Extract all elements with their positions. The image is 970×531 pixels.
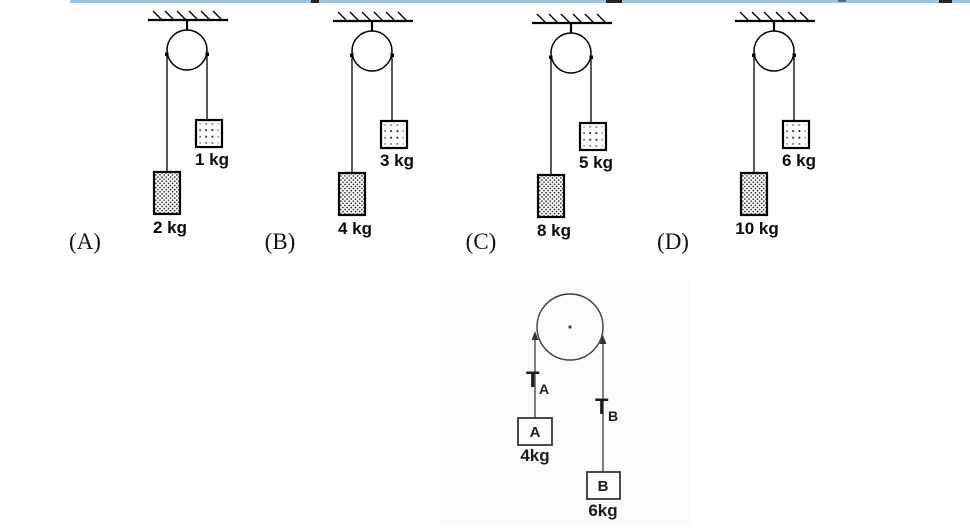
- mass-label-large: 10 kg: [735, 219, 778, 238]
- pulley-wheel: [351, 30, 393, 72]
- tension-figure: T A T B A 4kg B 6kg: [440, 280, 690, 526]
- tension-label-ta: T: [526, 367, 540, 392]
- option-figure-c: 5 kg 8 kg: [524, 11, 644, 261]
- mass-block-large: [739, 171, 769, 217]
- mass-block-small-dots: [384, 124, 404, 145]
- pulley-wheel: [166, 29, 208, 71]
- block-a-letter: A: [530, 424, 541, 441]
- option-label-c: (C): [465, 229, 497, 254]
- mass-block-small-dots: [199, 123, 219, 144]
- option-label-a: (A): [69, 229, 101, 254]
- ceiling-hatch: [532, 13, 612, 25]
- tension-diagram: T A T B A 4kg B 6kg: [440, 280, 690, 526]
- block-b-mass-label: 6kg: [588, 501, 617, 520]
- block-b-letter: B: [598, 478, 609, 495]
- mass-label-small: 6 kg: [782, 151, 816, 170]
- option-figure-d: 6 kg 10 kg: [727, 9, 847, 259]
- mass-label-large: 2 kg: [153, 218, 187, 237]
- mass-block-large: [152, 170, 182, 216]
- tension-label-tb: T: [595, 394, 609, 419]
- tension-arrow-up-left: [531, 331, 539, 340]
- mass-label-small: 5 kg: [579, 153, 613, 172]
- tension-label-tb-sub: B: [608, 408, 618, 424]
- cropped-text-artifact: [311, 0, 319, 3]
- mass-block-small-dots: [786, 124, 806, 145]
- mass-label-small: 1 kg: [195, 150, 229, 169]
- option-figure-b: 3 kg 4 kg: [325, 9, 445, 259]
- mass-label-small: 3 kg: [380, 151, 414, 170]
- mass-block-small-dots: [583, 126, 603, 147]
- pulley-diagram: 5 kg 8 kg: [532, 13, 613, 240]
- cropped-text-artifact: [838, 0, 846, 2]
- mass-block-large: [536, 173, 566, 219]
- cropped-text-highlight-rule: [70, 0, 970, 3]
- mass-label-large: 4 kg: [338, 219, 372, 238]
- mass-block-large: [337, 171, 367, 217]
- pulley-diagram: 6 kg 10 kg: [735, 11, 816, 238]
- tension-label-ta-sub: A: [539, 381, 549, 397]
- option-figure-a: 1 kg 2 kg: [140, 8, 260, 258]
- pulley-diagram: 1 kg 2 kg: [148, 10, 229, 237]
- option-label-d: (D): [657, 229, 689, 254]
- block-a-mass-label: 4kg: [520, 446, 549, 465]
- block-b: [586, 471, 621, 500]
- ceiling-hatch: [735, 11, 815, 23]
- ceiling-hatch: [148, 10, 228, 22]
- option-label-b: (B): [264, 229, 296, 254]
- cropped-text-artifact: [939, 0, 952, 3]
- tension-arrow-up-right: [599, 335, 607, 344]
- pulley-wheel: [753, 30, 795, 72]
- pulley-diagram: 3 kg 4 kg: [333, 11, 414, 238]
- pulley-axle-dot: [568, 325, 572, 329]
- block-a: [517, 417, 553, 446]
- pulley-wheel: [550, 32, 592, 74]
- cropped-text-artifact: [606, 0, 622, 3]
- mass-label-large: 8 kg: [537, 221, 571, 240]
- ceiling-hatch: [333, 11, 413, 23]
